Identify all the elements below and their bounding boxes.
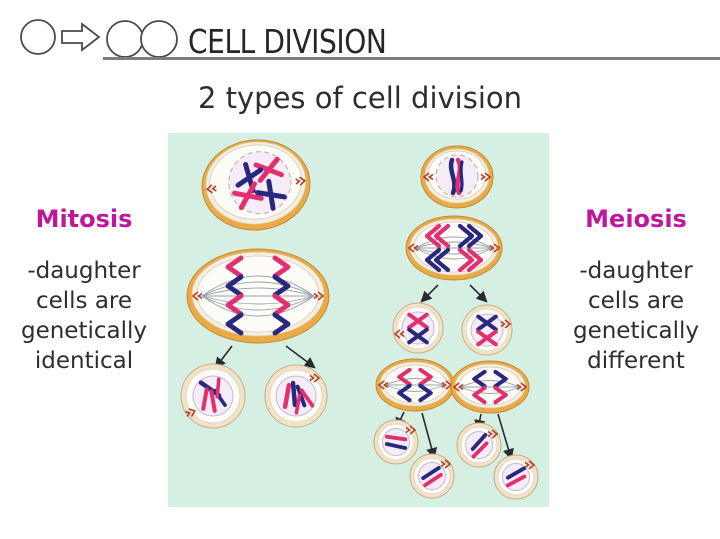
page-title: CELL DIVISION — [188, 22, 387, 61]
meiosis-daughter-cell-1 — [373, 419, 419, 465]
meiosis-metaphase2-cell-1 — [375, 358, 455, 412]
meiosis-daughter-cell-2 — [409, 453, 455, 499]
meiosis-parent-cell — [420, 145, 494, 209]
spindle-fibers — [201, 275, 315, 317]
paired-chromosomes — [448, 157, 464, 196]
division-arrow — [421, 412, 438, 460]
division-arrow — [214, 345, 233, 369]
division-arrow — [469, 284, 488, 303]
mitosis-anaphase-cell — [186, 248, 330, 344]
meiosis-daughter-cell-4 — [493, 454, 539, 500]
division-arrow — [497, 413, 514, 461]
single-cell-icon — [20, 19, 56, 55]
mitosis-parent-cell — [201, 139, 311, 231]
meiosis-metaphase1-cell — [405, 215, 503, 281]
arrow-right-icon — [61, 22, 101, 52]
division-arrow — [420, 284, 439, 303]
mitosis-daughter-cell-2 — [264, 364, 328, 428]
meiosis1-daughter-cell-2 — [461, 304, 513, 356]
meiosis1-daughter-cell-1 — [392, 302, 444, 354]
meiosis-description: -daughter cells are genetically differen… — [572, 258, 700, 374]
meiosis-metaphase2-cell-2 — [450, 360, 530, 414]
mitosis-daughter-cell-1 — [180, 363, 246, 429]
title-underline — [103, 57, 720, 60]
mitosis-text-block: Mitosis -daughter cells are genetically … — [1, 205, 167, 376]
division-arrow — [285, 345, 316, 369]
mitosis-heading: Mitosis — [35, 205, 133, 233]
spindle-fibers — [415, 236, 493, 260]
meiosis-daughter-cell-3 — [456, 422, 502, 468]
meiosis-text-block: Meiosis -daughter cells are genetically … — [553, 205, 719, 376]
meiosis-heading: Meiosis — [585, 205, 687, 233]
two-daughter-cells-icon — [106, 20, 178, 58]
cell-division-logo — [12, 8, 184, 68]
mitosis-description: -daughter cells are genetically identica… — [20, 258, 148, 374]
subtitle: 2 types of cell division — [197, 81, 523, 115]
cell-division-diagram — [168, 133, 549, 507]
